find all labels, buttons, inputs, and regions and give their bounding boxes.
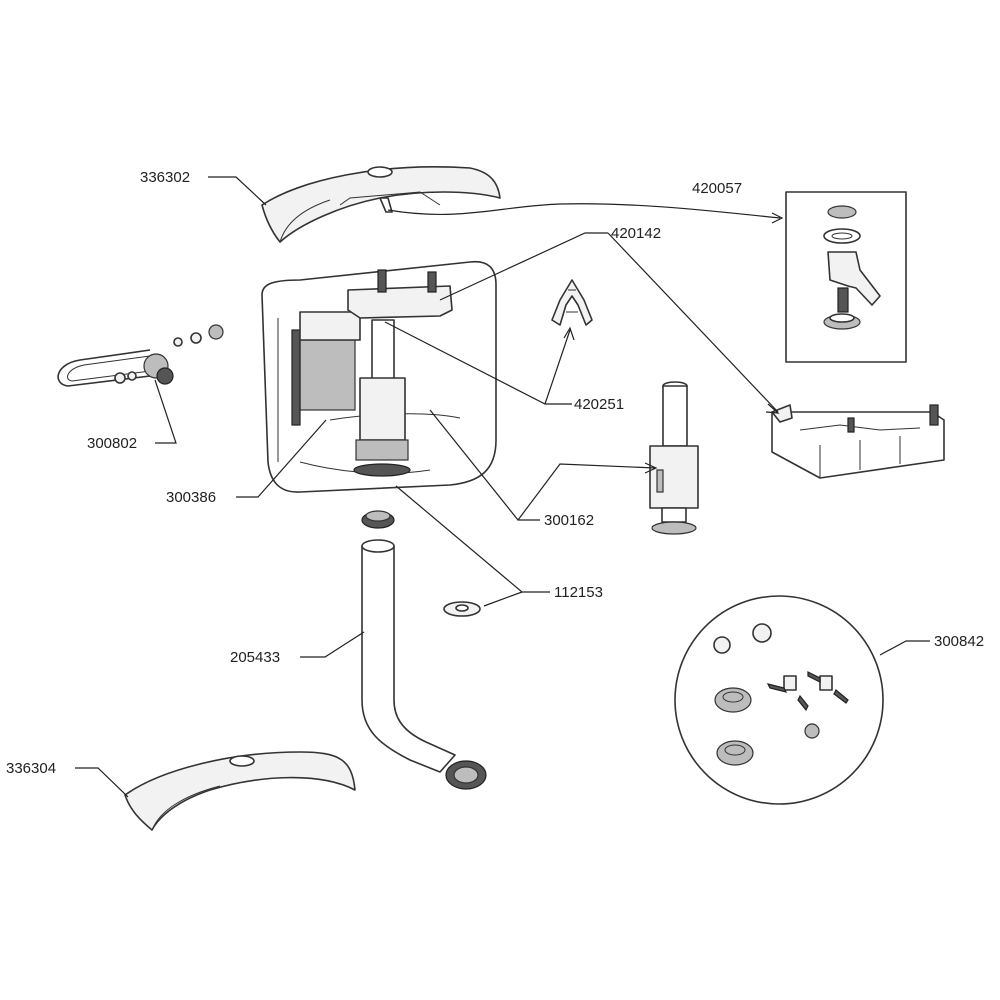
- label-420057: 420057: [692, 180, 742, 197]
- arrowhead-420251: [563, 326, 575, 341]
- leader-300802: [154, 379, 177, 444]
- gasket-part: [443, 601, 481, 617]
- leader-420251-clip: [544, 329, 571, 405]
- label-336304: 336304: [6, 760, 56, 777]
- leader-300386: [236, 419, 327, 498]
- label-112153: 112153: [554, 584, 603, 601]
- label-300802: 300802: [87, 435, 137, 452]
- lid-part: [261, 166, 501, 243]
- leader-420142: [439, 232, 608, 301]
- frame-part: [771, 404, 945, 479]
- arrowhead-420142: [765, 403, 780, 414]
- label-420142: 420142: [611, 225, 661, 242]
- fixing-kit-part: [674, 595, 884, 805]
- cover-part: [124, 751, 356, 831]
- leader-336304: [75, 767, 129, 798]
- arrowhead-300162: [644, 462, 658, 474]
- leader-420142-frame: [607, 232, 779, 413]
- flush-valve-part: [649, 381, 699, 535]
- arrowhead-420057: [771, 212, 784, 224]
- inlet-valve-part: [57, 324, 224, 387]
- cistern-tank: [261, 260, 497, 493]
- label-205433: 205433: [230, 649, 280, 666]
- leader-420057: [387, 203, 781, 219]
- label-300386: 300386: [166, 489, 216, 506]
- clip-part: [551, 279, 593, 326]
- leader-336302: [208, 176, 267, 206]
- label-420251: 420251: [574, 396, 624, 413]
- flush-pipe-part: [361, 510, 487, 790]
- leader-300162-valve: [517, 463, 656, 521]
- flush-button-part: [785, 191, 907, 363]
- leader-300842: [879, 640, 930, 656]
- leader-205433: [300, 631, 365, 658]
- label-300842: 300842: [934, 633, 984, 650]
- label-336302: 336302: [140, 169, 190, 186]
- leader-112153-gasket: [483, 591, 523, 607]
- label-300162: 300162: [544, 512, 594, 529]
- leader-112153: [395, 485, 550, 593]
